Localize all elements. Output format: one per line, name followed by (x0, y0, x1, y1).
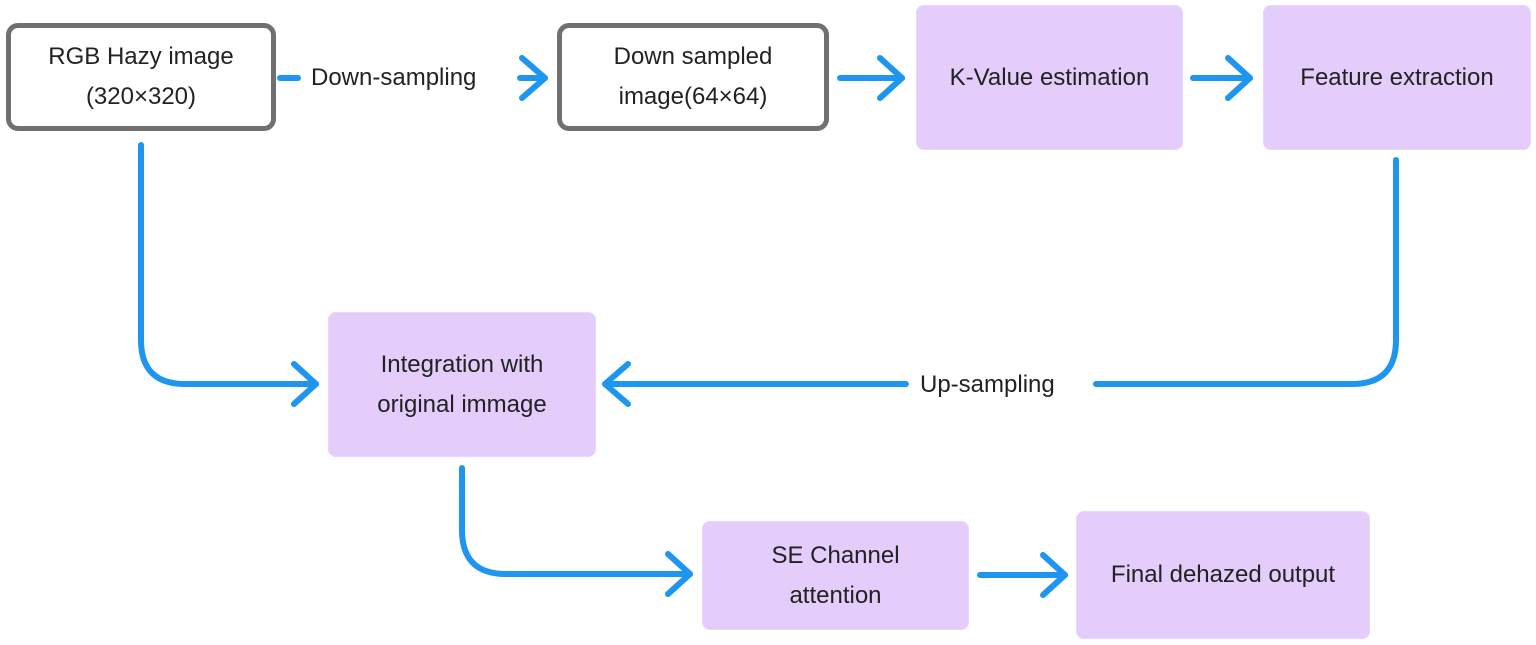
node-integration-with-original: Integration with original immage (328, 312, 596, 457)
node-final-dehazed-output-label: Final dehazed output (1110, 561, 1336, 588)
edge-feature-to-integration-arrowhead (602, 361, 631, 407)
edge-downsampled-to-kvalue-arrowhead (877, 55, 905, 101)
node-k-value-estimation-label: K-Value estimation (949, 63, 1150, 91)
edge-rgb-to-integration-line (138, 142, 319, 387)
edge-feature-to-integration-line-a (1093, 157, 1399, 387)
edge-kvalue-to-feature-arrowhead (1225, 55, 1253, 101)
node-down-sampled-image: Down sampled image(64×64) (557, 23, 829, 131)
node-se-channel-attention-label: SE Channel attention (771, 541, 900, 609)
edge-rgb-to-downsampled-arrowhead (519, 55, 548, 101)
edge-se-to-final-arrowhead (1040, 552, 1068, 598)
edge-integration-to-se-line (459, 465, 693, 577)
node-rgb-hazy-image-label: RGB Hazy image (320×320) (48, 43, 234, 110)
edge-label-up-sampling: Up-sampling (920, 370, 1055, 400)
node-final-dehazed-output: Final dehazed output (1076, 511, 1370, 639)
edge-integration-to-se-arrowhead (665, 551, 693, 597)
node-rgb-hazy-image: RGB Hazy image (320×320) (6, 23, 276, 131)
node-down-sampled-image-label: Down sampled image(64×64) (613, 43, 773, 110)
node-feature-extraction: Feature extraction (1263, 5, 1531, 150)
node-feature-extraction-label: Feature extraction (1300, 63, 1494, 91)
node-se-channel-attention: SE Channel attention (702, 521, 969, 630)
node-k-value-estimation: K-Value estimation (916, 5, 1183, 150)
node-integration-with-original-label: Integration with original immage (377, 350, 547, 418)
edge-label-down-sampling: Down-sampling (311, 63, 477, 93)
edge-rgb-to-integration-arrowhead (291, 361, 319, 407)
